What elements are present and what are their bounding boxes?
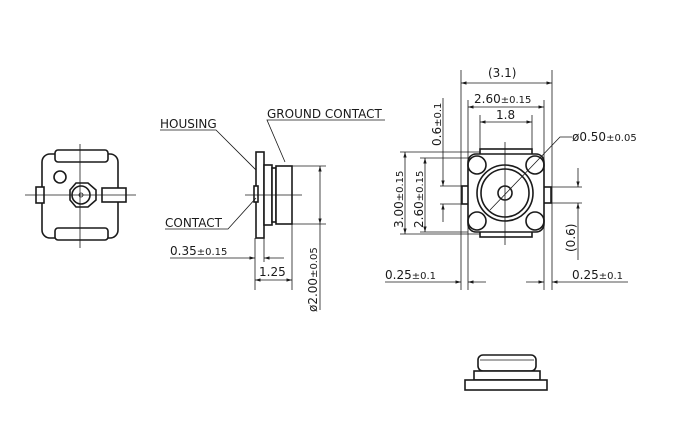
dim-tab-span: (0.6) [564, 224, 578, 252]
dim-overall-height: 3.00±0.15 [392, 171, 406, 228]
dim-pad-width: 1.8 [496, 108, 515, 122]
contact-label: CONTACT [165, 216, 223, 230]
dim-left-margin: 0.25±0.1 [385, 268, 436, 282]
dim-tab-height: 0.6±0.1 [430, 103, 444, 146]
bottom-side-view [464, 354, 548, 391]
dim-body-width: 2.60±0.15 [474, 92, 531, 106]
dim-overall-width: (3.1) [488, 66, 516, 80]
housing-label: HOUSING [160, 117, 217, 131]
dim-diameter: ø2.00±0.05 [306, 247, 320, 312]
top-view [385, 70, 628, 290]
dim-right-margin: 0.25±0.1 [572, 268, 623, 282]
ground-contact-label: GROUND CONTACT [267, 107, 382, 121]
dim-hole-diameter: ø0.50±0.05 [572, 130, 637, 144]
front-view [25, 144, 136, 248]
side-view [160, 119, 385, 310]
dim-flange-offset: 0.35±0.15 [170, 244, 227, 258]
dim-body-height: 2.60±0.15 [412, 171, 426, 228]
locator-hole [53, 170, 67, 184]
dim-depth: 1.25 [259, 265, 286, 279]
